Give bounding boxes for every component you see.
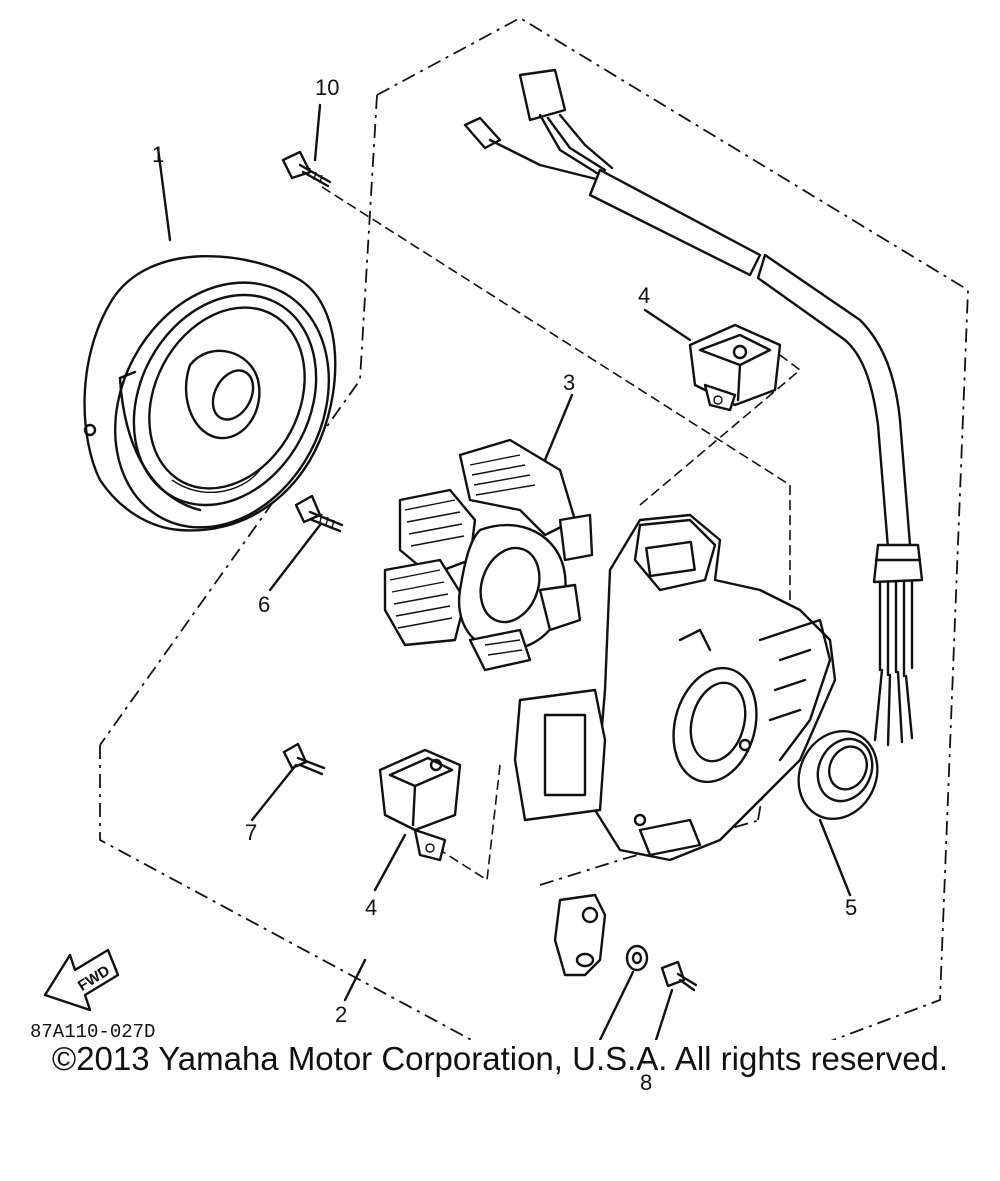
pickup-coil-upper bbox=[643, 308, 782, 412]
callout-1: 1 bbox=[152, 142, 164, 167]
stator-coil bbox=[383, 393, 594, 672]
callout-2: 2 bbox=[335, 1002, 347, 1027]
copyright-notice: ©2013 Yamaha Motor Corporation, U.S.A. A… bbox=[51, 1040, 949, 1077]
screw-10 bbox=[281, 103, 332, 188]
washer-9 bbox=[598, 944, 649, 1040]
callout-labels: 1 10 3 4 6 7 4 5 2 9 8 bbox=[152, 75, 857, 1040]
callout-5: 5 bbox=[845, 895, 857, 920]
callout-7: 7 bbox=[245, 820, 257, 845]
callout-9: 9 bbox=[590, 1038, 602, 1040]
screw-8 bbox=[654, 960, 698, 1040]
stator-base-plate bbox=[343, 513, 837, 1002]
screw-6 bbox=[268, 494, 344, 592]
flywheel-rotor bbox=[83, 146, 337, 532]
callout-3: 3 bbox=[563, 370, 575, 395]
callout-4a: 4 bbox=[638, 283, 650, 308]
assembly-outline bbox=[99, 16, 969, 1040]
lower-callouts: 8 bbox=[640, 1070, 652, 1095]
pickup-coil-lower bbox=[373, 748, 462, 892]
screw-7 bbox=[250, 742, 326, 822]
callout-8-lower: 8 bbox=[640, 1070, 652, 1095]
callout-6: 6 bbox=[258, 592, 270, 617]
callout-4b: 4 bbox=[365, 895, 377, 920]
oil-seal bbox=[797, 729, 879, 897]
parts-diagram: FWD 1 10 3 4 6 7 4 5 2 9 8 87A110-027D bbox=[30, 16, 969, 1040]
drawing-code: 87A110-027D bbox=[30, 1021, 155, 1040]
leader-lines bbox=[321, 186, 802, 882]
wire-harness bbox=[463, 68, 924, 747]
clamp-bracket bbox=[553, 893, 607, 977]
callout-10: 10 bbox=[315, 75, 339, 100]
fwd-arrow-icon: FWD bbox=[43, 948, 120, 1012]
